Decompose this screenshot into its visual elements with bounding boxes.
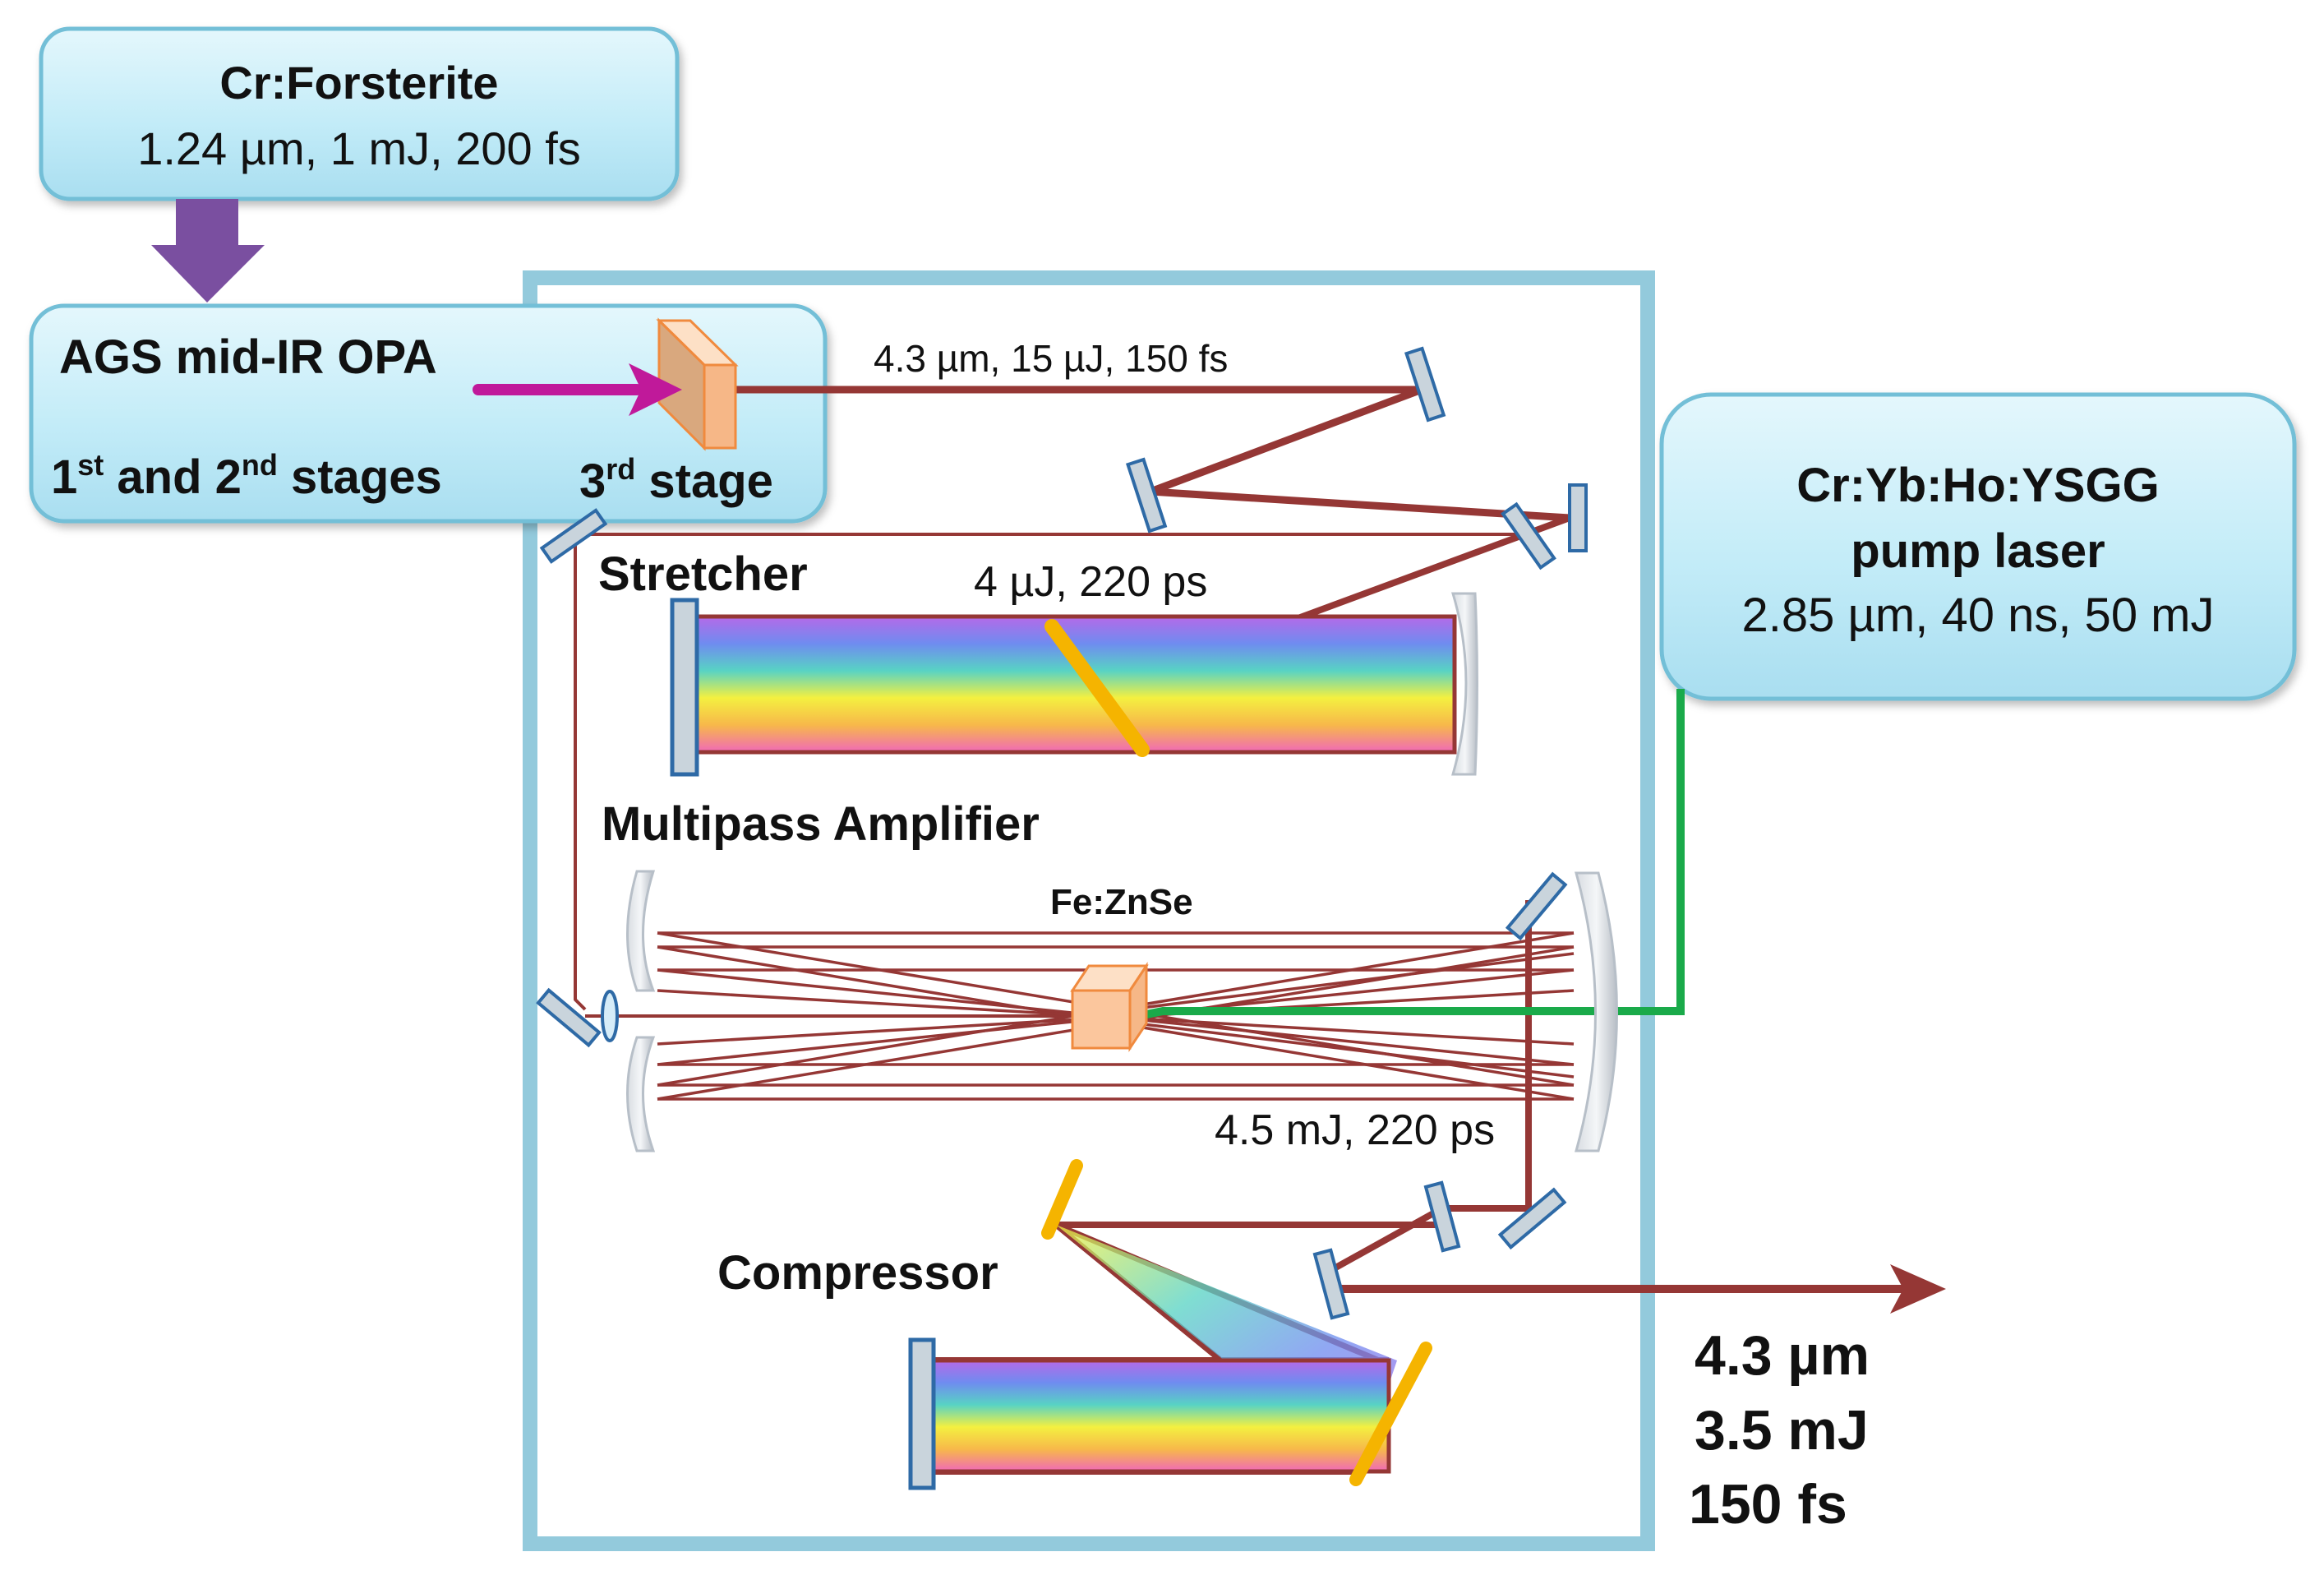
opa-stage-3: 3rd stage xyxy=(579,452,773,508)
mirror-comp-2 xyxy=(1423,1180,1461,1253)
output-wavelength: 4.3 µm xyxy=(1695,1324,1870,1387)
pump-line1: Cr:Yb:Ho:YSGG xyxy=(1796,459,2159,512)
system-frame xyxy=(523,270,1655,1551)
opa-title: AGS mid-IR OPA xyxy=(59,330,437,384)
seed-params: 1.24 µm, 1 mJ, 200 fs xyxy=(137,122,581,174)
mirror-rail-top xyxy=(539,508,608,564)
seed-box xyxy=(39,26,680,201)
mirror-comp-3 xyxy=(1312,1248,1350,1320)
pump-beam xyxy=(1137,689,1685,1020)
opa-crystal xyxy=(656,317,739,451)
opa-stages-12: 1st and 2nd stages xyxy=(51,448,442,504)
beam-label-amp-out: 4.5 mJ, 220 ps xyxy=(1215,1106,1495,1154)
output-energy: 3.5 mJ xyxy=(1695,1399,1869,1462)
beam-label-opa-out: 4.3 µm, 15 µJ, 150 fs xyxy=(874,337,1228,380)
section-crystal: Fe:ZnSe xyxy=(1050,882,1193,922)
mirror-opa-1 xyxy=(1404,346,1446,423)
section-compressor: Compressor xyxy=(717,1246,998,1300)
pump-params: 2.85 µm, 40 ns, 50 mJ xyxy=(1741,589,2214,642)
amp-lens xyxy=(601,990,619,1042)
flat-mirrors xyxy=(536,346,1588,1320)
stretcher-end-mirror xyxy=(670,598,699,777)
compressor-grating-1 xyxy=(1041,1159,1083,1240)
pump-line2: pump laser xyxy=(1851,524,2105,578)
amp-right-mirror xyxy=(1575,871,1618,1152)
compressor-end-mirror xyxy=(908,1337,936,1490)
seed-name: Cr:Forsterite xyxy=(219,57,498,109)
mirror-comp-1 xyxy=(1497,1187,1567,1250)
section-amplifier: Multipass Amplifier xyxy=(602,797,1040,851)
mirror-opa-2 xyxy=(1125,457,1168,533)
seed-arrow xyxy=(151,199,265,303)
amp-left-mirror-bottom xyxy=(626,1036,656,1152)
mirror-opa-4 xyxy=(1501,501,1556,570)
amp-left-mirror-top xyxy=(626,870,656,992)
stretcher-grating xyxy=(1044,619,1150,757)
section-stretcher: Stretcher xyxy=(598,547,808,601)
opa-box xyxy=(29,303,828,524)
mirror-opa-3 xyxy=(1568,483,1588,552)
compressor-grating-2 xyxy=(1349,1342,1432,1486)
stretcher-beam xyxy=(688,614,1457,755)
mirror-rail-bottom xyxy=(536,987,602,1048)
compressor-beam xyxy=(926,1358,1391,1474)
fe-znse-crystal xyxy=(1070,962,1149,1052)
pump-box xyxy=(1659,392,2297,701)
output-duration: 150 fs xyxy=(1689,1473,1847,1536)
output-arrowhead xyxy=(1890,1264,1946,1314)
mirror-amp-out xyxy=(1505,871,1568,941)
beam-label-stretcher-out: 4 µJ, 220 ps xyxy=(974,558,1207,606)
opa-pump-arrowhead xyxy=(629,363,682,416)
stretcher-curved-mirror xyxy=(1450,592,1478,776)
